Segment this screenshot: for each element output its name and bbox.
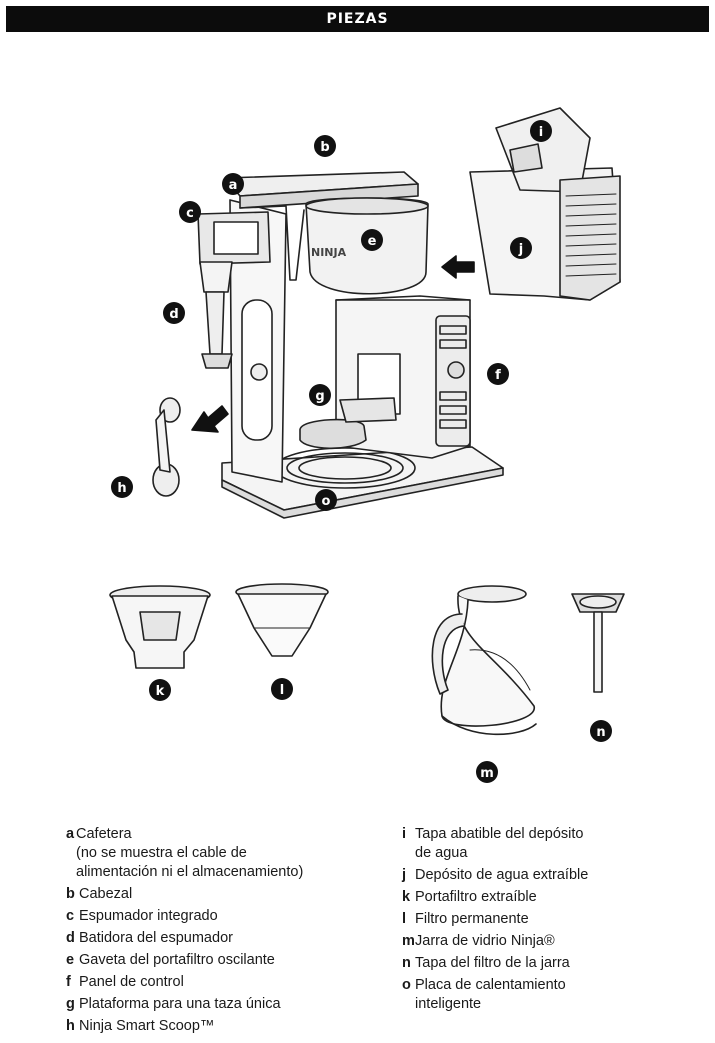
legend-text: Cafetera (no se muestra el cable de alim… <box>76 826 304 880</box>
callout-letter: o <box>322 494 331 509</box>
brand-mark: NINJA <box>311 246 347 259</box>
legend-letter: c <box>66 908 75 924</box>
legend-text: Panel de control <box>79 974 184 990</box>
section-header: PIEZAS <box>6 6 709 32</box>
callout-letter: i <box>539 125 543 140</box>
parts-legend-right: i Tapa abatible del depósito de agua j Dep… <box>402 825 702 1017</box>
callout-k: k <box>149 679 171 701</box>
callout-i: i <box>530 120 552 142</box>
callout-n: n <box>590 720 612 742</box>
callout-d: d <box>163 302 185 324</box>
legend-letter: a <box>66 826 75 842</box>
parts-illustration: a b c d e f g h i j k l m n o NINJA <box>109 107 625 783</box>
callout-letter: e <box>368 234 377 249</box>
carafe-drawing <box>431 585 537 736</box>
water-reservoir-drawing <box>469 107 621 301</box>
callout-l: l <box>271 678 293 700</box>
legend-letter: g <box>66 996 75 1012</box>
legend-text: Plataforma para una taza única <box>79 996 281 1012</box>
callout-letter: b <box>320 140 329 155</box>
callout-a: a <box>222 173 244 195</box>
callout-letter: j <box>518 242 523 257</box>
legend-text: Jarra de vidrio Ninja® <box>415 933 555 949</box>
legend-item-l: l Filtro permanente <box>402 910 702 929</box>
callout-o: o <box>315 489 337 511</box>
legend-text: Batidora del espumador <box>79 930 233 946</box>
callout-letter: d <box>169 307 178 322</box>
legend-item-j: j Depósito de agua extraíble <box>402 866 702 885</box>
legend-text: Portafiltro extraíble <box>415 889 537 905</box>
legend-item-i: i Tapa abatible del depósito de agua <box>402 825 702 863</box>
legend-letter: i <box>402 826 407 842</box>
legend-text: Cabezal <box>79 886 133 902</box>
legend-letter: l <box>402 911 407 927</box>
legend-letter: e <box>66 952 75 968</box>
legend-text: Filtro permanente <box>415 911 529 927</box>
legend-text: Placa de calentamiento inteligente <box>415 977 566 1012</box>
legend-text: Ninja Smart Scoop™ <box>79 1018 215 1034</box>
callout-m: m <box>476 761 498 783</box>
callout-e: e <box>361 229 383 251</box>
callout-letter: l <box>280 683 284 698</box>
callout-letter: a <box>229 178 238 193</box>
insert-arrow-icon <box>441 255 475 279</box>
legend-letter: d <box>66 930 75 946</box>
callout-markers: a b c d e f g h i j k l m n o <box>111 120 612 783</box>
legend-letter: f <box>66 974 71 990</box>
callout-j: j <box>510 237 532 259</box>
callout-letter: f <box>495 368 501 383</box>
legend-letter: h <box>66 1018 75 1034</box>
legend-text: Gaveta del portafiltro oscilante <box>79 952 275 968</box>
legend-letter: n <box>402 955 411 971</box>
callout-letter: n <box>596 725 605 740</box>
legend-letter: o <box>402 977 411 993</box>
legend-item-f: f Panel de control <box>66 973 386 992</box>
legend-text: Depósito de agua extraíble <box>415 867 589 883</box>
brew-basket-drawing <box>109 585 211 669</box>
callout-letter: m <box>480 766 494 781</box>
callout-letter: c <box>186 206 194 221</box>
callout-c: c <box>179 201 201 223</box>
legend-text: Tapa abatible del depósito de agua <box>415 826 584 861</box>
smart-scoop-drawing <box>152 397 181 497</box>
legend-text: Espumador integrado <box>79 908 218 924</box>
section-title: PIEZAS <box>326 11 389 27</box>
callout-letter: k <box>156 684 165 699</box>
callout-g: g <box>309 384 331 406</box>
legend-letter: m <box>402 933 415 949</box>
callout-h: h <box>111 476 133 498</box>
callout-f: f <box>487 363 509 385</box>
legend-letter: k <box>402 889 411 905</box>
frother-drawing <box>197 211 271 369</box>
legend-text: Tapa del filtro de la jarra <box>415 955 570 971</box>
permanent-filter-drawing <box>235 583 329 657</box>
legend-letter: j <box>402 867 407 883</box>
callout-letter: h <box>117 481 126 496</box>
callout-letter: g <box>315 389 324 404</box>
legend-letter: b <box>66 886 75 902</box>
callout-b: b <box>314 135 336 157</box>
insert-arrow-icon <box>191 405 229 433</box>
carafe-filter-lid-drawing <box>571 593 625 693</box>
